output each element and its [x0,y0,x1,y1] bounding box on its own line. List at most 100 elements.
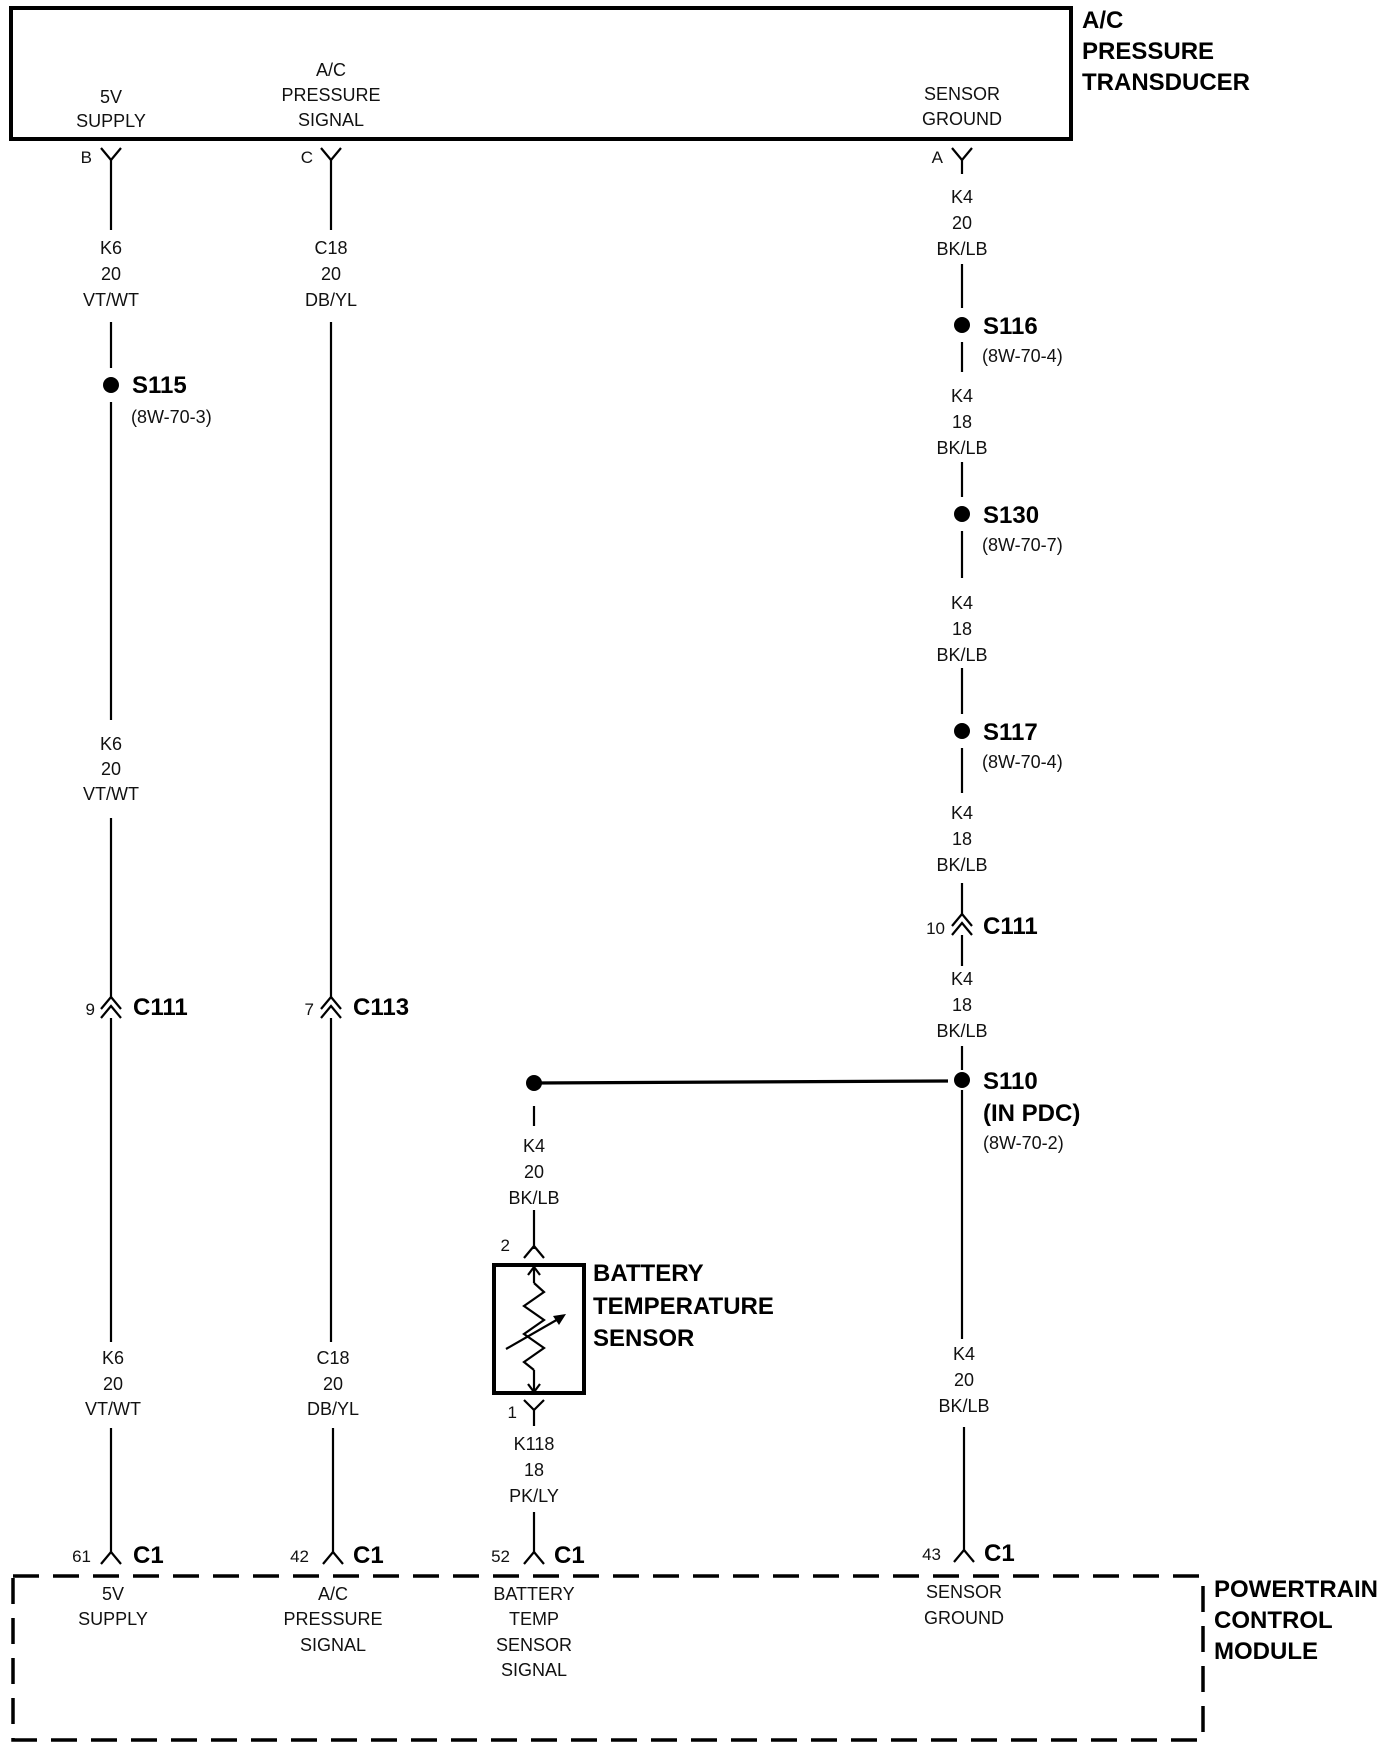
svg-text:K4: K4 [951,803,973,823]
svg-text:VT/WT: VT/WT [83,784,139,804]
svg-text:VT/WT: VT/WT [83,290,139,310]
wire-label-k4-18-c: K4 18 BK/LB [936,803,987,875]
svg-text:BK/LB: BK/LB [936,855,987,875]
pcm-pin-label-supply: 5V SUPPLY [78,1584,148,1629]
splice-s130: S130 (8W-70-7) [954,502,1063,555]
pcm-pin-label-battery: BATTERY TEMP SENSOR SIGNAL [493,1584,574,1680]
pin-B-connector: B [81,147,122,167]
battery-sensor-box [492,1263,586,1395]
svg-text:(8W-70-4): (8W-70-4) [982,752,1063,772]
wire-label-k4-18-d: K4 18 BK/LB [936,969,987,1041]
svg-text:C: C [301,148,313,167]
svg-text:20: 20 [101,759,121,779]
svg-text:9: 9 [86,1000,95,1019]
pcm-pin-42: 42 C1 [290,1542,384,1569]
transducer-pin-label-supply: 5V SUPPLY [76,87,146,131]
svg-text:A/C: A/C [1082,7,1123,34]
svg-text:DB/YL: DB/YL [307,1399,359,1419]
svg-text:20: 20 [321,264,341,284]
svg-text:K4: K4 [953,1344,975,1364]
svg-text:20: 20 [103,1374,123,1394]
svg-text:SIGNAL: SIGNAL [501,1660,567,1680]
svg-text:(IN PDC): (IN PDC) [983,1100,1080,1127]
svg-text:PRESSURE: PRESSURE [283,1609,382,1629]
connector-c113: 7 C113 [305,994,410,1021]
svg-text:PRESSURE: PRESSURE [281,85,380,105]
svg-text:SIGNAL: SIGNAL [300,1635,366,1655]
svg-text:S117: S117 [983,719,1038,746]
svg-text:BK/LB: BK/LB [936,239,987,259]
svg-text:BK/LB: BK/LB [936,645,987,665]
transducer-title: A/C PRESSURE TRANSDUCER [1082,7,1250,96]
pcm-pin-label-ground: SENSOR GROUND [924,1582,1004,1628]
svg-text:K4: K4 [951,386,973,406]
wire-label-c18-bottom: C18 20 DB/YL [307,1348,359,1419]
svg-text:C113: C113 [353,994,409,1021]
svg-text:(8W-70-3): (8W-70-3) [131,407,212,427]
svg-text:BK/LB: BK/LB [936,438,987,458]
svg-text:B: B [81,148,92,167]
svg-text:SENSOR: SENSOR [924,84,1000,104]
svg-text:C18: C18 [314,238,347,258]
svg-text:GROUND: GROUND [924,1608,1004,1628]
svg-text:S116: S116 [983,313,1038,340]
battery-sensor-title: BATTERY TEMPERATURE SENSOR [593,1260,774,1352]
svg-text:10: 10 [926,919,945,938]
svg-text:43: 43 [922,1545,941,1564]
svg-text:BK/LB: BK/LB [936,1021,987,1041]
svg-text:52: 52 [491,1547,510,1566]
svg-text:K6: K6 [100,238,122,258]
svg-text:20: 20 [524,1162,544,1182]
transducer-pin-label-signal: A/C PRESSURE SIGNAL [281,60,380,130]
wire-label-k4-18-a: K4 18 BK/LB [936,386,987,458]
svg-text:TEMPERATURE: TEMPERATURE [593,1293,774,1320]
connector-c111-left: 9 C111 [86,994,188,1021]
svg-text:20: 20 [323,1374,343,1394]
pcm-pin-52: 52 C1 [491,1542,585,1569]
svg-text:(8W-70-4): (8W-70-4) [982,346,1063,366]
pcm-box [11,1574,1205,1742]
svg-text:BATTERY: BATTERY [493,1584,574,1604]
svg-text:18: 18 [952,412,972,432]
svg-text:A/C: A/C [316,60,346,80]
svg-text:C18: C18 [316,1348,349,1368]
svg-text:20: 20 [101,264,121,284]
svg-text:C111: C111 [133,994,188,1021]
wire-label-k4-20-top: K4 20 BK/LB [936,187,987,259]
svg-text:20: 20 [954,1370,974,1390]
svg-text:18: 18 [952,829,972,849]
svg-text:CONTROL: CONTROL [1214,1607,1333,1634]
wire-ground-branch [533,1079,949,1085]
svg-text:SIGNAL: SIGNAL [298,110,364,130]
svg-text:S115: S115 [132,372,187,399]
wire-ac-pressure-signal [329,160,335,1552]
svg-text:20: 20 [952,213,972,233]
connector-c111-right: 10 C111 [926,912,1038,940]
svg-text:VT/WT: VT/WT [85,1399,141,1419]
splice-s115: S115 (8W-70-3) [103,372,212,427]
svg-text:DB/YL: DB/YL [305,290,357,310]
wire-label-k4-20-bottom: K4 20 BK/LB [938,1344,989,1416]
pin-C-connector: C [301,147,342,167]
svg-text:1: 1 [508,1403,517,1422]
svg-text:SUPPLY: SUPPLY [78,1609,148,1629]
svg-text:BK/LB: BK/LB [508,1188,559,1208]
svg-text:K6: K6 [102,1348,124,1368]
svg-text:C1: C1 [554,1542,585,1569]
svg-text:SENSOR: SENSOR [593,1325,694,1352]
wire-label-k118: K118 18 PK/LY [509,1434,559,1506]
svg-text:S130: S130 [983,502,1039,529]
splice-s117: S117 (8W-70-4) [954,719,1063,772]
svg-text:POWERTRAIN: POWERTRAIN [1214,1576,1378,1603]
svg-text:MODULE: MODULE [1214,1638,1318,1665]
svg-text:K6: K6 [100,734,122,754]
svg-text:(8W-70-7): (8W-70-7) [982,535,1063,555]
svg-text:BATTERY: BATTERY [593,1260,704,1287]
svg-text:2: 2 [501,1236,510,1255]
svg-text:C1: C1 [353,1542,384,1569]
wire-label-k6-mid: K6 20 VT/WT [83,734,139,804]
svg-text:TRANSDUCER: TRANSDUCER [1082,69,1250,96]
pcm-pin-label-signal: A/C PRESSURE SIGNAL [283,1584,382,1655]
svg-text:GROUND: GROUND [922,109,1002,129]
svg-text:K4: K4 [951,187,973,207]
